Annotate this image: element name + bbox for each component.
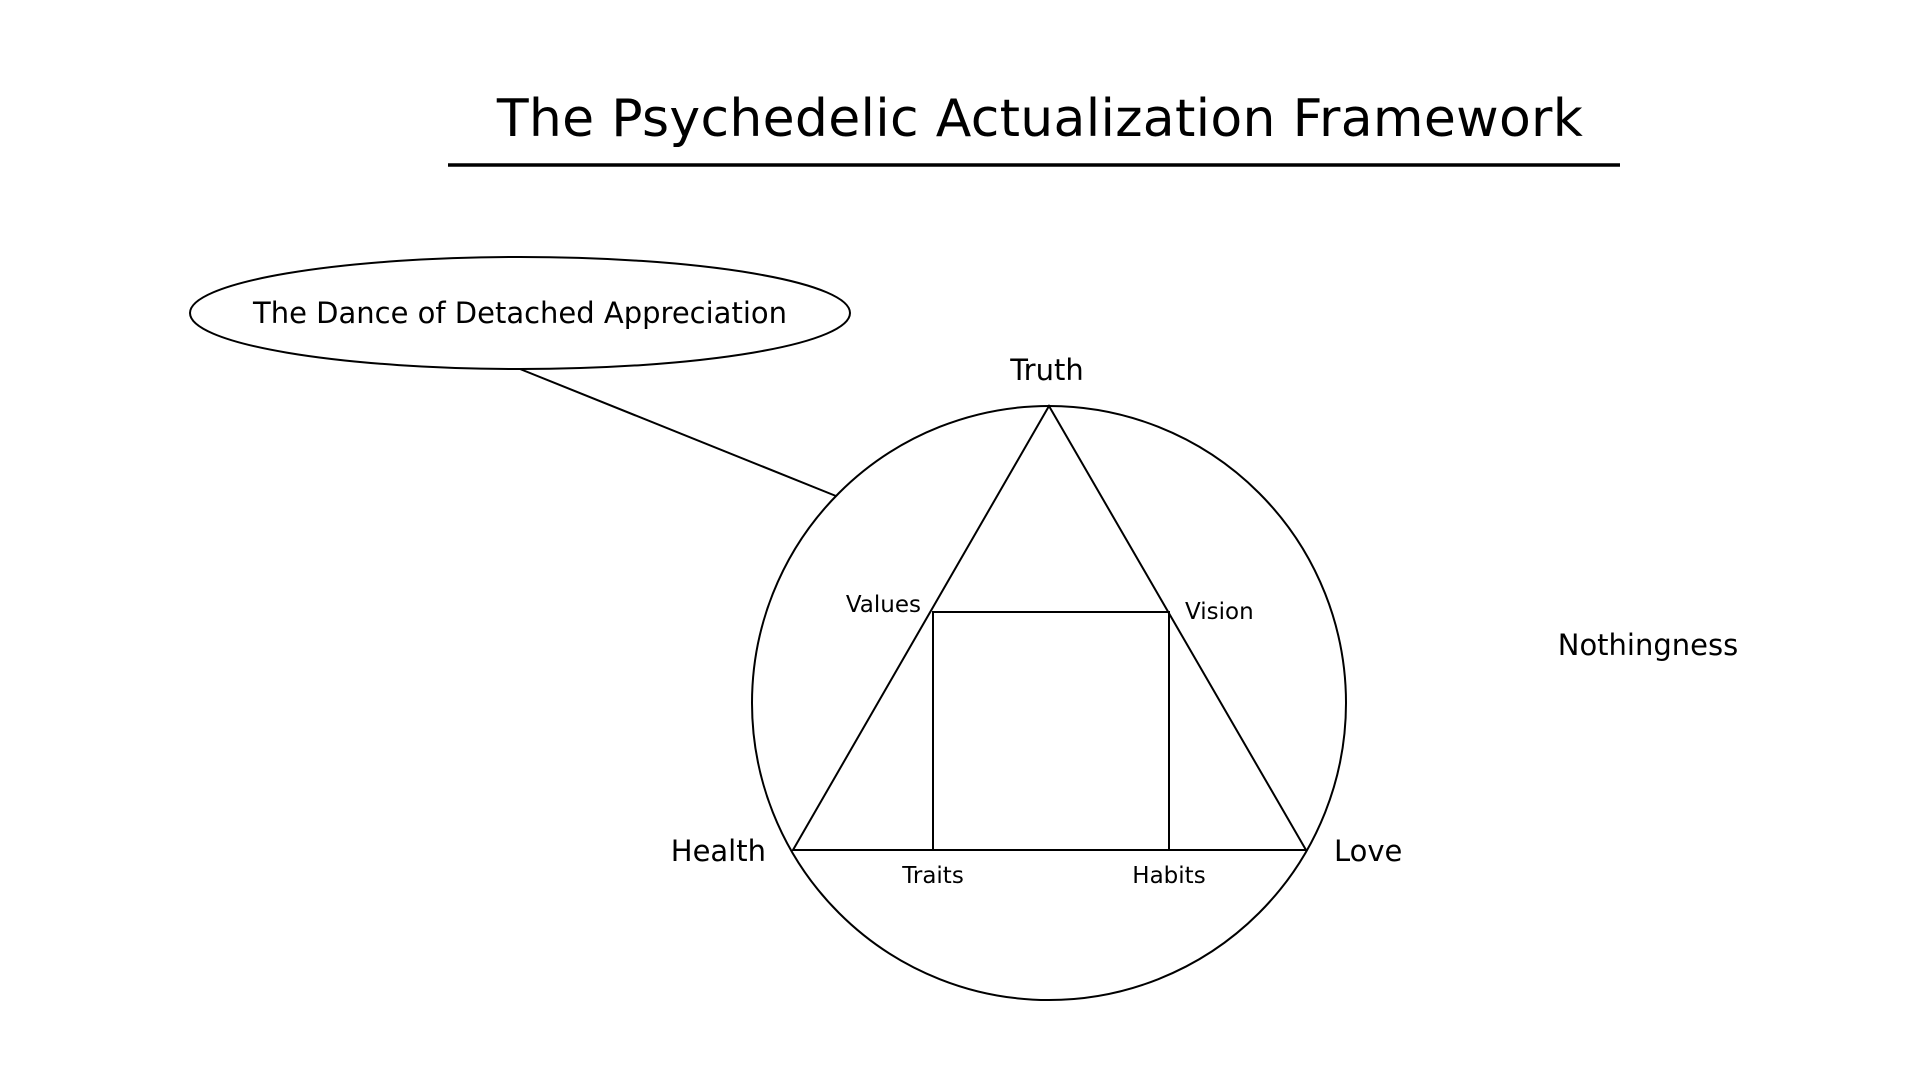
outside-label-right: Nothingness <box>1558 628 1738 662</box>
page-title: The Psychedelic Actualization Framework <box>496 89 1583 149</box>
callout-label: The Dance of Detached Appreciation <box>252 296 787 330</box>
callout-connector <box>519 368 837 497</box>
inner-square <box>932 611 1170 851</box>
outer-circle <box>751 405 1347 1001</box>
vertex-label-right: Love <box>1334 834 1402 868</box>
vertex-label-left: Health <box>671 834 766 868</box>
vertex-label-top: Truth <box>1009 353 1084 387</box>
corner-label-top-right: Vision <box>1185 599 1254 625</box>
inner-triangle <box>791 404 1308 851</box>
corner-label-top-left: Values <box>846 592 921 618</box>
corner-label-bottom-right: Habits <box>1132 863 1205 889</box>
corner-label-bottom-left: Traits <box>901 863 964 889</box>
